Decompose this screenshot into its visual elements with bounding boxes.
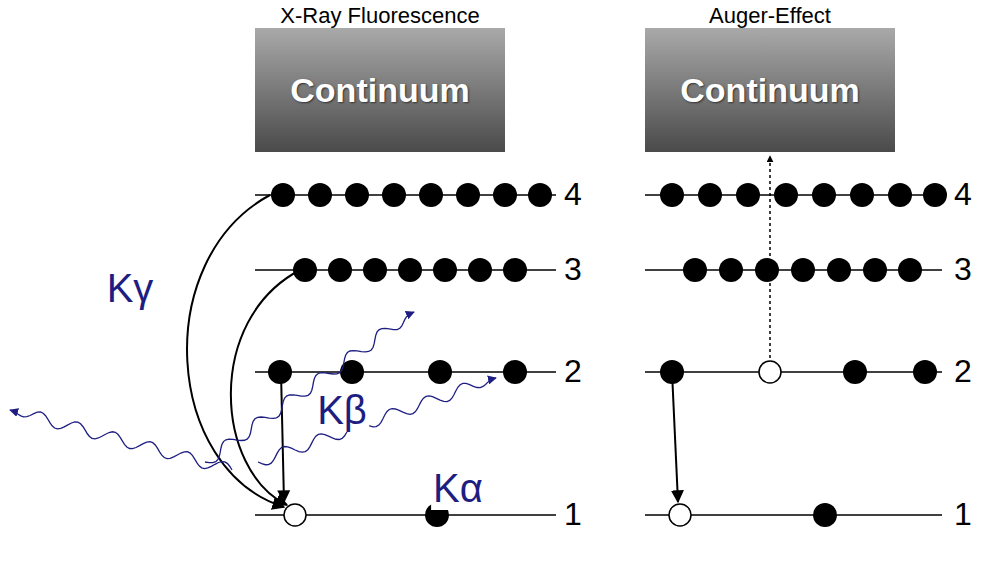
electron [456,183,480,207]
transition-arrow [672,372,678,502]
shell-number: 4 [564,177,582,212]
electron-hole [284,504,306,526]
electron [913,360,937,384]
electron [271,183,295,207]
electrons [268,183,947,527]
shell-number: 3 [564,252,582,287]
electron [755,258,779,282]
electron [528,183,552,207]
transition-arrow [187,195,284,507]
line-name: Kα [431,466,485,510]
panel-title: X-Ray Fluorescence [280,4,479,28]
electron [827,258,851,282]
electron [843,360,867,384]
electron [888,183,912,207]
photon-wave [258,378,496,465]
shell-number: 2 [564,354,582,389]
line-name: Kβ [315,388,369,432]
continuum-band: Continuum [645,28,895,152]
electron [308,183,332,207]
energy-levels [255,195,942,515]
electron-hole [759,361,781,383]
electron [774,183,798,207]
shell-number: 2 [954,354,972,389]
auger-emission-arrow [769,156,771,358]
electron [698,183,722,207]
electron [850,183,874,207]
photon-wave [205,312,414,463]
electron [398,258,422,282]
electron [419,183,443,207]
electron [428,360,452,384]
electron [468,258,492,282]
electron [363,258,387,282]
electron [813,503,837,527]
transition-arrow [281,372,284,502]
transitions [187,156,770,507]
shell-number: 1 [954,497,972,532]
electron [719,258,743,282]
shell-number: 3 [954,252,972,287]
electron [923,183,947,207]
electron [345,183,369,207]
electron [433,258,457,282]
photons [10,312,496,470]
band-label: Continuum [290,71,469,110]
band-label: Continuum [680,71,859,110]
electron [791,258,815,282]
transition-arrow [231,270,300,505]
electron [660,183,684,207]
electron [683,258,707,282]
electron [328,258,352,282]
shell-number: 1 [564,497,582,532]
electron [268,360,292,384]
shell-number: 4 [954,177,972,212]
photon-wave [10,410,232,470]
electron-hole [669,504,691,526]
electron [503,258,527,282]
electron [812,183,836,207]
electron [898,258,922,282]
line-name: Kγ [105,266,156,310]
electron [736,183,760,207]
panel-title: Auger-Effect [709,4,831,28]
electron [382,183,406,207]
electron [293,258,317,282]
electron [503,360,527,384]
continuum-band: Continuum [255,28,505,152]
electron [493,183,517,207]
electron [863,258,887,282]
level-line [645,371,942,373]
